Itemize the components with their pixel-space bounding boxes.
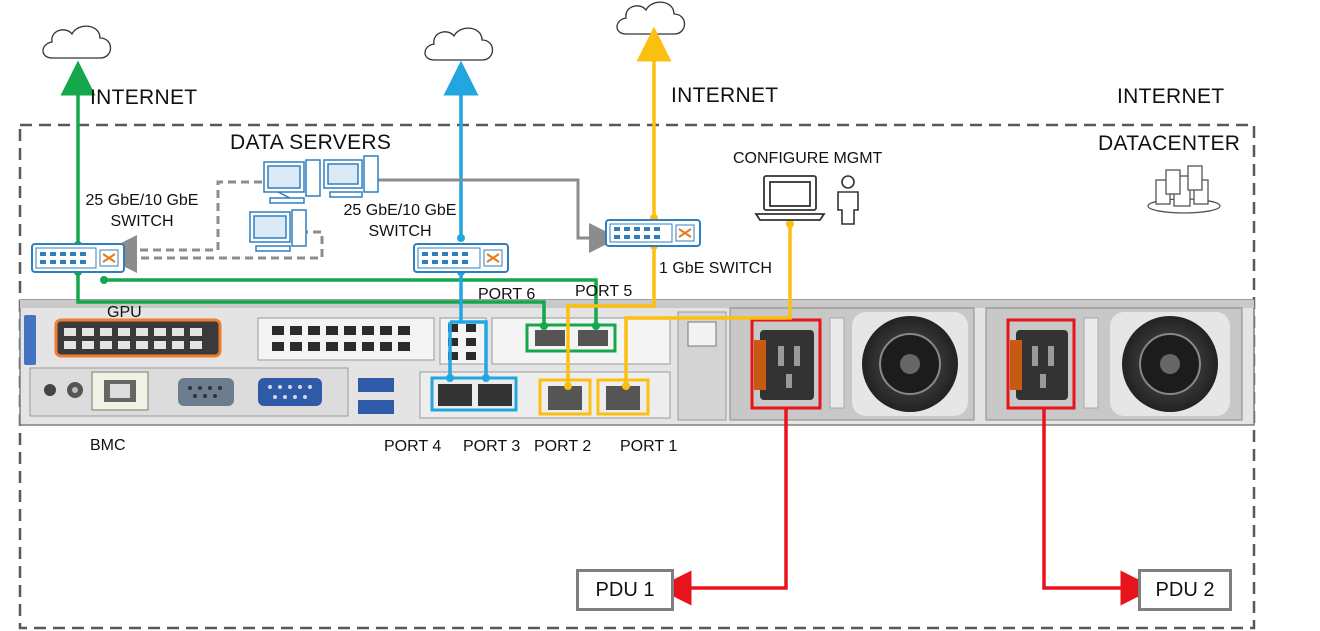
desktop-computer-icon (263, 159, 321, 204)
pdu-2-label: PDU 2 (1155, 578, 1215, 601)
switch-left-label: 25 GbE/10 GbE SWITCH (78, 192, 206, 231)
gpu-card (54, 318, 222, 358)
power-socket-icon (1006, 318, 1076, 410)
switch-mid-label-line2: SWITCH (368, 223, 432, 240)
cloud-icon (616, 1, 686, 35)
cloud-icon (424, 27, 494, 61)
port-3-4-box (430, 376, 518, 412)
switch-left-label-line2: SWITCH (110, 213, 174, 230)
port-2-box (538, 378, 592, 416)
cloud-icon (42, 25, 112, 59)
port6-label: PORT 6 (478, 286, 536, 303)
port1-label: PORT 1 (620, 438, 678, 455)
port-1-box (596, 378, 650, 416)
power-socket-icon (750, 318, 822, 410)
blue-link (443, 60, 488, 378)
switch-left-label-line1: 25 GbE/10 GbE (85, 192, 199, 209)
port-5-6-box (525, 323, 617, 353)
bmc-label: BMC (90, 437, 126, 454)
switch-mid-label-line1: 25 GbE/10 GbE (343, 202, 457, 219)
fan-icon (1110, 312, 1230, 416)
port4-label: PORT 4 (384, 438, 442, 455)
switch-mid-label: 25 GbE/10 GbE SWITCH (336, 202, 464, 241)
person-icon (837, 175, 859, 225)
pdu-2-box: PDU 2 (1138, 569, 1232, 611)
laptop-icon (754, 175, 826, 221)
internet-label-mid: INTERNET (671, 84, 779, 107)
network-switch-icon (605, 219, 701, 247)
port2-label: PORT 2 (534, 438, 592, 455)
datacenter-label: DATACENTER (1098, 132, 1241, 155)
pdu-1-label: PDU 1 (595, 578, 655, 601)
switch-1gbe-label: 1 GbE SWITCH (659, 260, 772, 277)
data-servers-label: DATA SERVERS (230, 131, 392, 154)
internet-label-right: INTERNET (1117, 85, 1225, 108)
internet-label-left: INTERNET (90, 86, 198, 109)
network-switch-icon (31, 243, 125, 273)
pdu-1-box: PDU 1 (576, 569, 674, 611)
green-link (60, 60, 598, 326)
gray-link (107, 178, 619, 273)
fan-icon (852, 312, 968, 416)
configure-mgmt-label: CONFIGURE MGMT (733, 150, 883, 167)
datacenter-servers-icon (1147, 165, 1221, 214)
yellow-link (566, 26, 792, 386)
port3-label: PORT 3 (463, 438, 521, 455)
power-link (656, 408, 1156, 606)
desktop-computer-icon (323, 155, 379, 198)
network-switch-icon (413, 243, 509, 273)
gpu-label: GPU (107, 304, 142, 321)
port5-label: PORT 5 (575, 283, 633, 300)
desktop-computer-icon (249, 209, 307, 252)
